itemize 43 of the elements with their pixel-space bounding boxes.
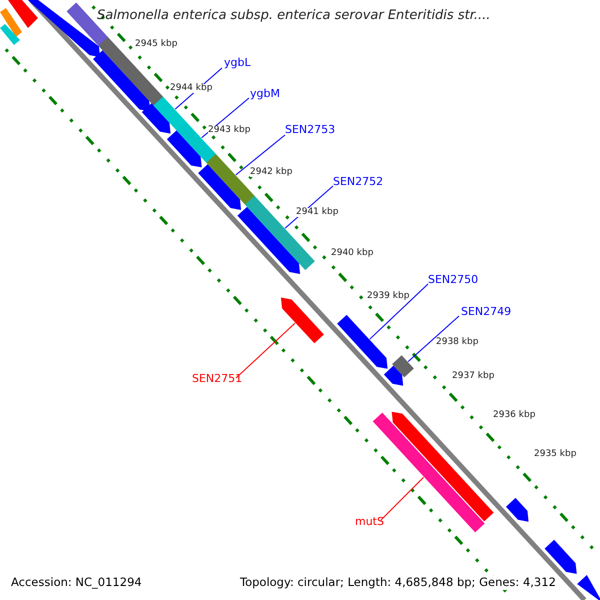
gene-label: SEN2753 — [285, 124, 336, 135]
scale-label: 2943 kbp — [208, 126, 250, 135]
scale-label: 2936 kbp — [493, 411, 536, 420]
gene-label: mutS — [355, 516, 384, 527]
gene-block — [142, 103, 171, 134]
gene-block — [577, 575, 600, 600]
gene-label: ygbL — [224, 57, 251, 68]
gene-block — [337, 314, 388, 369]
gene-block — [280, 297, 324, 344]
gene-block — [506, 498, 529, 522]
scale-label: 2937 kbp — [452, 372, 494, 381]
gene-block — [8, 0, 38, 28]
gene-label: SEN2750 — [428, 274, 478, 285]
gene-label: SEN2749 — [461, 306, 512, 317]
footer-text: Accession: NC_011294 — [9, 576, 144, 590]
leader-line — [408, 316, 460, 362]
title: Salmonella enterica subsp. enterica serovar Enteritidis str.... — [97, 9, 490, 22]
gene-block — [392, 355, 414, 378]
gene-block — [544, 540, 577, 574]
scale-label: 2939 kbp — [367, 292, 410, 301]
gene-block — [0, 24, 20, 45]
gene-block — [166, 130, 202, 168]
scale-label: 2945 kbp — [135, 40, 178, 49]
scale-label: 2944 kbp — [170, 84, 212, 93]
gene-label: SEN2751 — [192, 373, 242, 384]
gene-block — [0, 8, 22, 37]
gene-block — [392, 412, 494, 522]
gene-block — [384, 366, 404, 386]
scale-label: 2940 kbp — [331, 249, 374, 258]
gene-block — [93, 50, 150, 112]
gene-block — [153, 96, 187, 132]
gene-label: SEN2752 — [333, 176, 384, 187]
gene-label: ygbM — [250, 88, 280, 99]
leader-line — [235, 134, 286, 176]
scale-label: 2941 kbp — [296, 208, 338, 217]
scale-label: 2942 kbp — [250, 168, 292, 177]
leader-line — [236, 322, 296, 378]
leader-line — [380, 476, 424, 520]
scale-label: 2935 kbp — [534, 450, 576, 459]
leader-line — [369, 284, 428, 340]
footer-text: Topology: circular; Length: 4,685,848 bp; Genes: 4,312 — [238, 576, 558, 590]
gene-block — [198, 164, 242, 210]
scale-label: 2938 kbp — [436, 338, 478, 347]
